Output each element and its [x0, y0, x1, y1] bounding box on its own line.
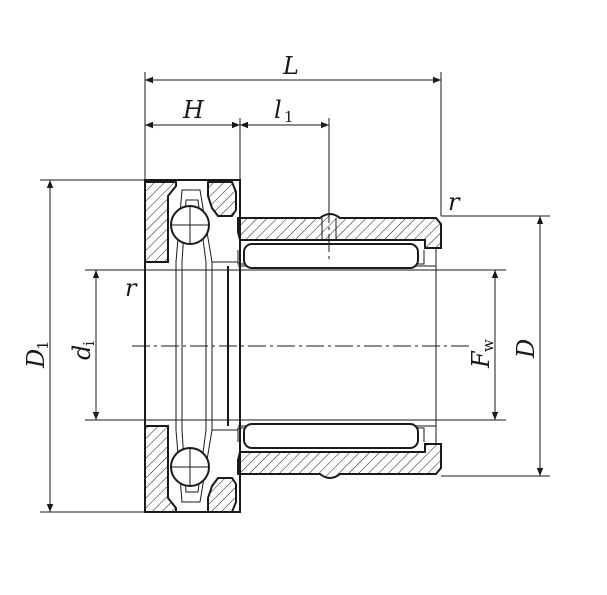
svg-text:F: F: [467, 350, 495, 369]
svg-text:H: H: [182, 96, 205, 124]
svg-text:d: d: [68, 345, 96, 360]
ball-lower: [170, 447, 210, 487]
dimension-label-r-top: r: [448, 188, 461, 216]
svg-text:l: l: [274, 96, 282, 124]
dimension-label-H: H: [182, 96, 205, 124]
svg-text:1: 1: [34, 340, 52, 350]
outer-ring-upper-section: [237, 213, 442, 249]
extension-lines: [40, 72, 550, 513]
outer-ring-lower-section: [237, 443, 442, 479]
svg-text:r: r: [125, 274, 138, 302]
needle-roller-lower: [243, 423, 419, 449]
dimension-label-D1: D 1: [22, 340, 52, 369]
dimension-label-Fw: F w: [467, 339, 497, 369]
svg-text:w: w: [479, 339, 497, 352]
dimension-lines: [46, 76, 544, 512]
dimension-label-r-left: r: [125, 274, 138, 302]
ball-upper: [170, 205, 210, 245]
svg-text:1: 1: [284, 108, 294, 126]
dimension-label-di: d i: [68, 341, 98, 360]
svg-text:r: r: [448, 188, 461, 216]
svg-text:D: D: [22, 349, 50, 369]
dimension-label-L: L: [282, 52, 299, 80]
dimension-label-l1: l 1: [274, 96, 294, 126]
svg-text:L: L: [282, 52, 299, 80]
needle-roller-upper: [243, 243, 419, 269]
svg-text:i: i: [80, 341, 98, 346]
dimension-label-D: D: [512, 339, 540, 359]
svg-text:D: D: [512, 339, 540, 359]
